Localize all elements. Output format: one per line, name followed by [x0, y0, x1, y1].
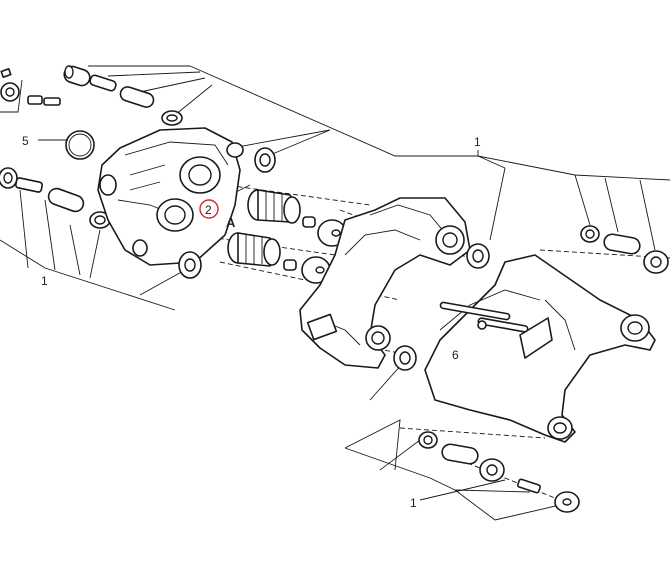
guide-pin-left-set	[0, 167, 111, 229]
callout-2: 2	[205, 203, 212, 217]
callout-A: A	[226, 215, 236, 230]
bracket-bushings	[393, 243, 490, 371]
piston-boot-upper	[247, 189, 347, 247]
brake-pad-carrier	[424, 254, 656, 443]
guide-pin-top-set	[63, 65, 183, 126]
snap-ring-5	[65, 130, 95, 160]
callout-5: 5	[22, 134, 29, 148]
callout-labels: 1 1 1 5 6 A 2	[22, 134, 481, 510]
callout-1-bottom: 1	[410, 496, 417, 510]
callout-1-left: 1	[41, 274, 48, 288]
leader-lines	[0, 65, 670, 521]
guide-pin-bottom-set	[418, 431, 580, 513]
callout-6: 6	[452, 348, 459, 362]
piston-boot-lower	[227, 232, 331, 284]
carrier-bracket	[299, 197, 471, 369]
guide-pin-right-set	[580, 225, 669, 274]
bleed-screw-assembly	[0, 68, 61, 106]
caliper-housing	[97, 127, 244, 266]
callout-1-top: 1	[474, 135, 481, 149]
highlight-circle	[199, 199, 219, 219]
pad-retaining-pins-6	[439, 301, 529, 333]
piston-boot-seals	[178, 147, 276, 279]
